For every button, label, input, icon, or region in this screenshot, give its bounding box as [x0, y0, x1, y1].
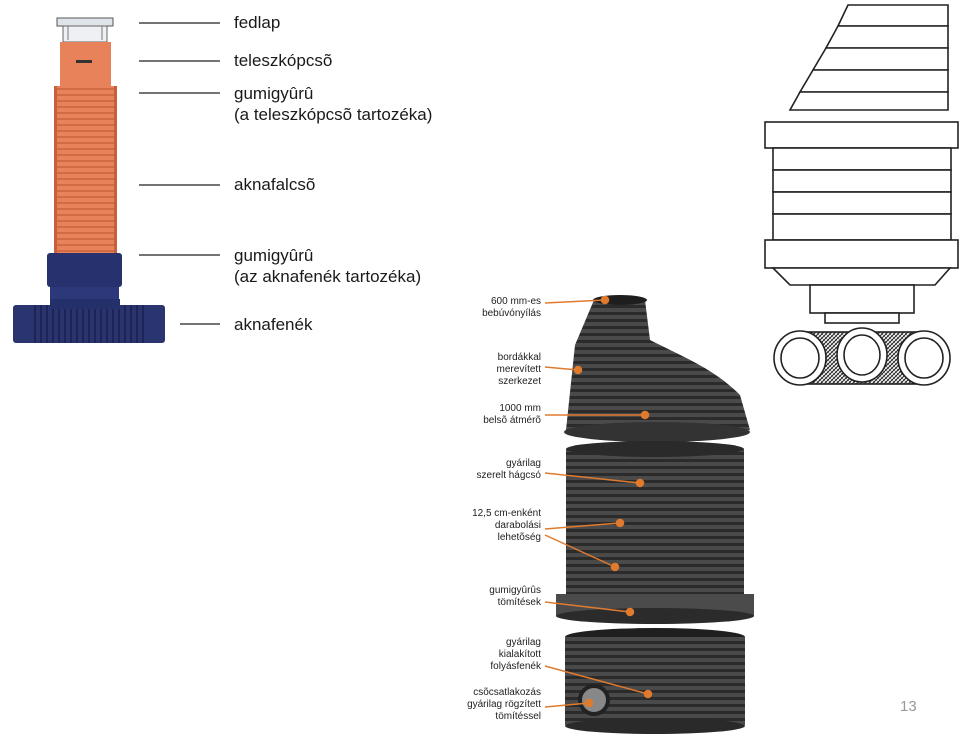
label-floor-line: gyárilag: [505, 637, 541, 648]
label-aknafenek: aknafenék: [234, 315, 313, 334]
label-gumigyuru-base: gumigyûrû (az aknafenék tartozéka): [234, 245, 421, 287]
label-ladder-line: gyárilag: [505, 458, 541, 469]
label-pipe-line: csõcsatlakozás: [473, 687, 541, 698]
label-cut: 12,5 cm-enként darabolási lehetõség: [445, 508, 541, 544]
lid-shape: [56, 17, 114, 27]
label-gumigyuru-base-line1: gumigyûrû: [234, 246, 314, 265]
label-pipe-line: gyárilag rögzített: [467, 699, 541, 710]
label-cut-line: lehetõség: [497, 532, 541, 543]
left-leader-lines: [139, 22, 220, 325]
label-ribs-line: szerkezet: [498, 376, 541, 387]
label-fedlap: fedlap: [234, 13, 281, 32]
label-floor: gyárilag kialakított folyásfenék: [445, 637, 541, 673]
label-ribs-line: bordákkal: [497, 352, 541, 363]
right-line-drawing: [764, 4, 959, 386]
left-shaft-illustration: [13, 17, 165, 343]
label-seals: gumigyûrûs tömítések: [445, 585, 541, 609]
label-pipe-line: tömítéssel: [495, 711, 541, 722]
telescopic-pipe-shape: [60, 42, 111, 86]
label-cut-line: 12,5 cm-enként: [472, 508, 541, 519]
callout-lines: [544, 295, 653, 708]
seal-ring-shape: [47, 253, 122, 287]
label-diameter-line: 1000 mm: [499, 403, 541, 414]
top-cone-shape: [566, 300, 750, 430]
label-opening-line: 600 mm-es: [490, 296, 541, 307]
label-gumigyuru-telescope-line1: gumigyûrû: [234, 84, 314, 103]
middle-ring-shape: [566, 449, 744, 599]
label-cut-line: darabolási: [494, 520, 541, 531]
shaft-base-shape: [13, 305, 165, 343]
label-pipe: csõcsatlakozás gyárilag rögzített tömíté…: [445, 687, 541, 723]
label-floor-line: kialakított: [498, 649, 541, 660]
label-ribs: bordákkal merevített szerkezet: [445, 352, 541, 388]
label-opening: 600 mm-es bebúvónyílás: [445, 296, 541, 320]
label-ladder: gyárilag szerelt hágcsó: [445, 458, 541, 482]
middle-shaft-illustration: [556, 295, 754, 734]
label-floor-line: folyásfenék: [490, 661, 541, 672]
shaft-pipe-shape: [54, 86, 117, 254]
page-number: 13: [900, 698, 917, 715]
label-ladder-line: szerelt hágcsó: [476, 470, 541, 481]
label-gumigyuru-telescope: gumigyûrû (a teleszkópcsõ tartozéka): [234, 83, 432, 125]
label-diameter: 1000 mm belsõ átmérõ: [445, 403, 541, 427]
label-gumigyuru-telescope-line2: (a teleszkópcsõ tartozéka): [234, 105, 433, 124]
label-teleszkopcso: teleszkópcsõ: [234, 51, 333, 70]
label-aknafalcso: aknafalcsõ: [234, 175, 316, 194]
label-opening-line: bebúvónyílás: [482, 308, 541, 319]
label-gumigyuru-base-line2: (az aknafenék tartozéka): [234, 267, 422, 286]
label-seals-line: gumigyûrûs: [489, 585, 541, 596]
label-diameter-line: belsõ átmérõ: [483, 415, 541, 426]
pipe-connection-shape: [578, 684, 610, 716]
label-seals-line: tömítések: [497, 597, 541, 608]
label-ribs-line: merevített: [496, 364, 541, 375]
